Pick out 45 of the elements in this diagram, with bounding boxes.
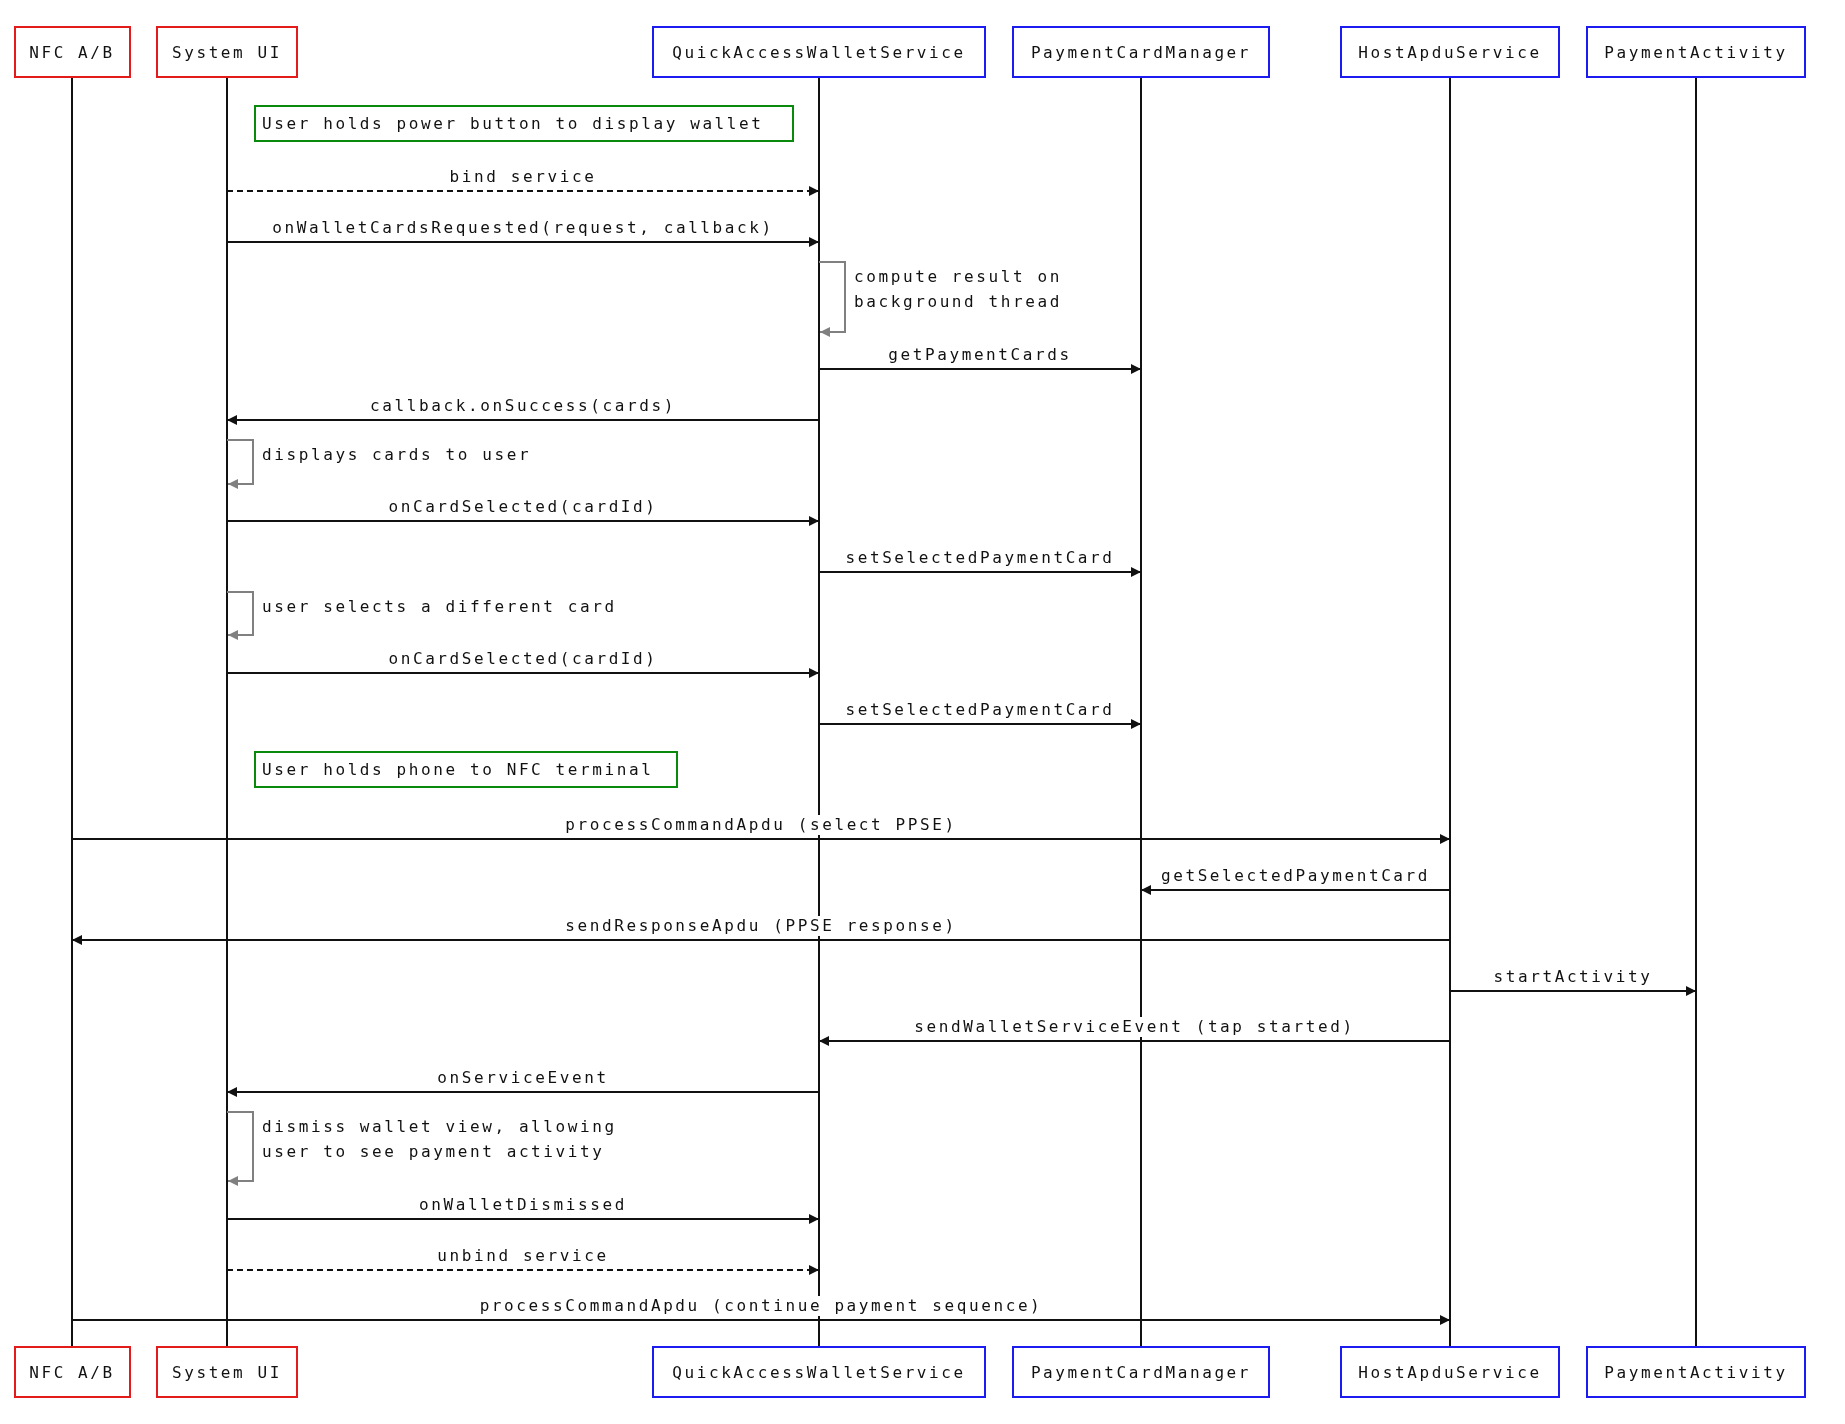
note-box: User holds phone to NFC terminal (254, 751, 678, 788)
message-arrow (818, 567, 1142, 577)
participant-box: PaymentCardManager (1012, 1346, 1270, 1398)
message-label: displays cards to user (261, 444, 533, 466)
lifeline (71, 78, 73, 1346)
participant-box: System UI (156, 1346, 298, 1398)
message-arrow (226, 1265, 820, 1275)
participant-box: System UI (156, 26, 298, 78)
message-arrow (226, 237, 820, 247)
participant-box: QuickAccessWalletService (652, 26, 986, 78)
message-arrow (1449, 986, 1697, 996)
participant-box: PaymentActivity (1586, 1346, 1806, 1398)
message-arrow (226, 1087, 820, 1097)
message-arrow (818, 1036, 1451, 1046)
participant-box: NFC A/B (13, 1346, 131, 1398)
message-arrow (1140, 885, 1451, 895)
message-arrow (226, 186, 820, 196)
message-arrow (226, 1214, 820, 1224)
note-box: User holds power button to display wallet (254, 105, 794, 142)
self-message-arrow (226, 591, 254, 640)
participant-box: PaymentActivity (1586, 26, 1806, 78)
participant-box: NFC A/B (13, 26, 131, 78)
participant-box: PaymentCardManager (1012, 26, 1270, 78)
message-label: user selects a different card (261, 596, 618, 618)
participant-box: HostApduService (1340, 26, 1560, 78)
message-label: compute result on background thread (853, 266, 1063, 313)
participant-box: HostApduService (1340, 1346, 1560, 1398)
message-arrow (71, 935, 1451, 945)
message-arrow (818, 719, 1142, 729)
self-message-arrow (226, 1111, 254, 1186)
message-arrow (226, 668, 820, 678)
lifeline (1449, 78, 1451, 1346)
lifeline (1695, 78, 1697, 1346)
message-arrow (818, 364, 1142, 374)
participant-box: QuickAccessWalletService (652, 1346, 986, 1398)
lifeline (226, 78, 228, 1346)
message-arrow (226, 415, 820, 425)
lifeline (1140, 78, 1142, 1346)
message-arrow (71, 834, 1451, 844)
lifeline (818, 78, 820, 1346)
message-label: dismiss wallet view, allowing user to see payment activity (261, 1116, 618, 1163)
self-message-arrow (226, 439, 254, 489)
message-arrow (71, 1315, 1451, 1325)
message-arrow (226, 516, 820, 526)
self-message-arrow (818, 261, 846, 337)
